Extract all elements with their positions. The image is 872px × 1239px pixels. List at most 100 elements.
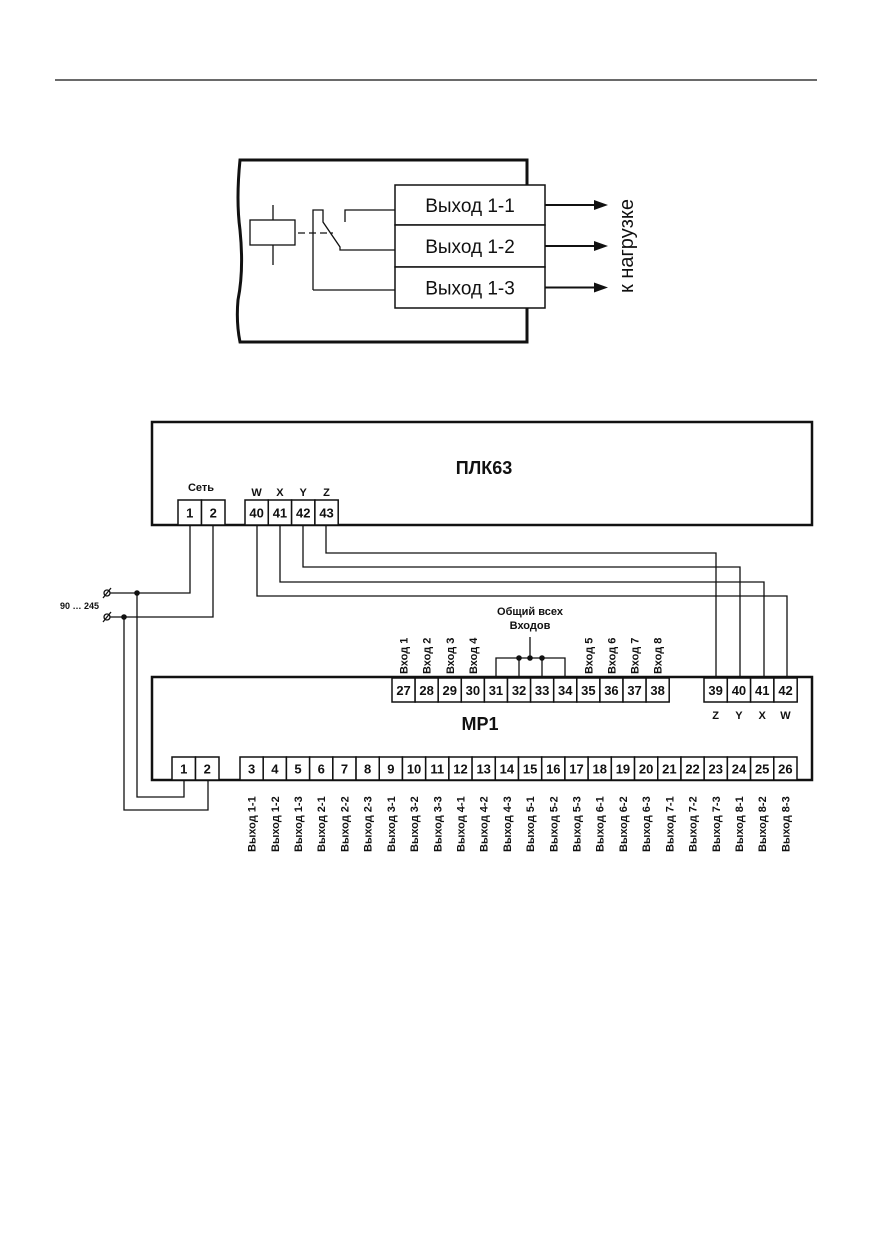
mr1-input-terminal-number: 35 [581,683,595,698]
mr1-output-terminal-box [773,756,798,781]
mr1-input-terminal-number: 33 [535,683,549,698]
output-terminal-label: Выход 4-2 [479,796,491,852]
mr1-power-terminal-box [194,756,220,781]
plc-signal-letter: Z [323,487,330,499]
mr1-output-terminal-number: 17 [569,762,583,777]
wires: 90 … 245 [60,525,788,811]
output-terminal-label: Выход 6-1 [595,796,607,852]
junction-dot [539,655,545,661]
mr1-output-terminal-number: 26 [778,762,792,777]
mr1-input-terminal-number: 27 [396,683,410,698]
output-terminal-label: Выход 5-2 [548,796,560,852]
mr1-input-terminal-box [645,677,670,703]
wire-mr1-power-1 [136,593,185,798]
mr1-output-terminal-number: 22 [685,762,699,777]
wire-power-1 [110,525,191,594]
output-box [394,224,546,268]
switch-contact [312,209,395,290]
output-terminal-label: Выход 8-3 [780,796,792,852]
mr1-signal-terminal-number: 40 [732,683,746,698]
plc-power-terminal-number: 2 [210,506,217,521]
mr1-power-terminal-number: 1 [180,762,187,777]
mr1-output-terminal-number: 9 [387,762,394,777]
wire-x [279,525,765,678]
mr1-output-terminal-number: 21 [662,762,676,777]
output-terminal-label: Выход 6-2 [618,796,630,852]
output-terminal-label: Выход 1-2 [270,796,282,852]
relay-coil [249,219,296,246]
wire-y [302,525,741,678]
input-label: Вход 7 [630,638,642,674]
output-terminal-label: Выход 1-3 [293,796,305,852]
load-label: к нагрузке [616,199,638,293]
output-terminal-label: Выход 2-3 [363,796,375,852]
mr1-input-terminal-number: 36 [604,683,618,698]
plc63-body [150,420,814,527]
wire-w [256,525,788,678]
output-terminal-label: Выход 6-3 [641,796,653,852]
output-label: Выход 1-1 [425,196,515,217]
supply-terminal-icon [102,611,112,623]
mr1-signal-terminal-number: 41 [755,683,769,698]
output-terminal-label: Выход 2-1 [316,796,328,852]
mr1-output-terminal-number: 7 [341,762,348,777]
output-box [394,266,546,309]
mr1-input-terminal-number: 28 [419,683,433,698]
mr1-signal-letter: W [780,710,791,722]
mr1-input-terminal-number: 37 [627,683,641,698]
mr1-signal-letter: Z [712,710,719,722]
mr1-output-terminal-number: 10 [407,762,421,777]
junction-dot [516,655,522,661]
mr1-output-terminal-number: 3 [248,762,255,777]
mr1-output-terminal-number: 8 [364,762,371,777]
input-label: Вход 3 [445,638,457,674]
mr1-output-terminal-number: 6 [318,762,325,777]
input-label: Вход 4 [468,637,480,674]
contact-1-1 [344,209,395,222]
wire-mr1-power-2 [123,617,209,811]
output-terminal-label: Выход 2-2 [339,796,351,852]
device-frame [235,158,529,344]
mr1-input-terminal-number: 30 [466,683,480,698]
mr1-output-terminal-number: 20 [639,762,653,777]
mr1-signal-terminal-number: 42 [778,683,792,698]
mr1-power-terminal-number: 2 [204,762,211,777]
output-terminal-label: Выход 7-1 [664,796,676,852]
input-label: Вход 5 [583,638,595,674]
common-label-1: Общий всех [497,606,564,618]
plc63-title: ПЛК63 [456,458,513,478]
plc-signal-letter: X [276,487,284,499]
output-terminal-label: Выход 8-2 [757,796,769,852]
mr1-output-terminal-number: 13 [476,762,490,777]
mr1-input-terminal-number: 32 [512,683,526,698]
mr1-input-terminal-number: 34 [558,683,573,698]
mr1-output-terminal-number: 12 [453,762,467,777]
plc-signal-letter: W [251,487,262,499]
input-label: Вход 8 [653,638,665,674]
output-terminal-label: Выход 7-3 [711,796,723,852]
common-label-2: Входов [510,620,551,632]
mr1-output-terminal-number: 16 [546,762,560,777]
input-label: Вход 6 [606,638,618,674]
mr1-output-terminal-number: 25 [755,762,769,777]
plc-power-terminal-number: 1 [186,506,193,521]
mr1-output-terminal-number: 15 [523,762,537,777]
mr1-output-terminal-number: 4 [271,762,279,777]
input-label: Вход 2 [422,638,434,674]
wire-z [325,525,717,678]
plc-signal-terminal-number: 43 [319,506,333,521]
junction-dot [134,590,140,596]
mr1-output-terminal-number: 24 [732,762,747,777]
mr1-signal-letter: Y [735,710,743,722]
plc-signal-terminal-number: 42 [296,506,310,521]
mr1-input-terminal-number: 31 [489,683,503,698]
output-terminal-label: Выход 7-2 [688,796,700,852]
mr1-output-terminal-number: 19 [616,762,630,777]
output-terminal-label: Выход 3-1 [386,796,398,852]
output-terminal-label: Выход 1-1 [247,796,259,852]
mr1-output-terminal-number: 11 [430,762,444,777]
output-terminal-label: Выход 3-3 [432,796,444,852]
